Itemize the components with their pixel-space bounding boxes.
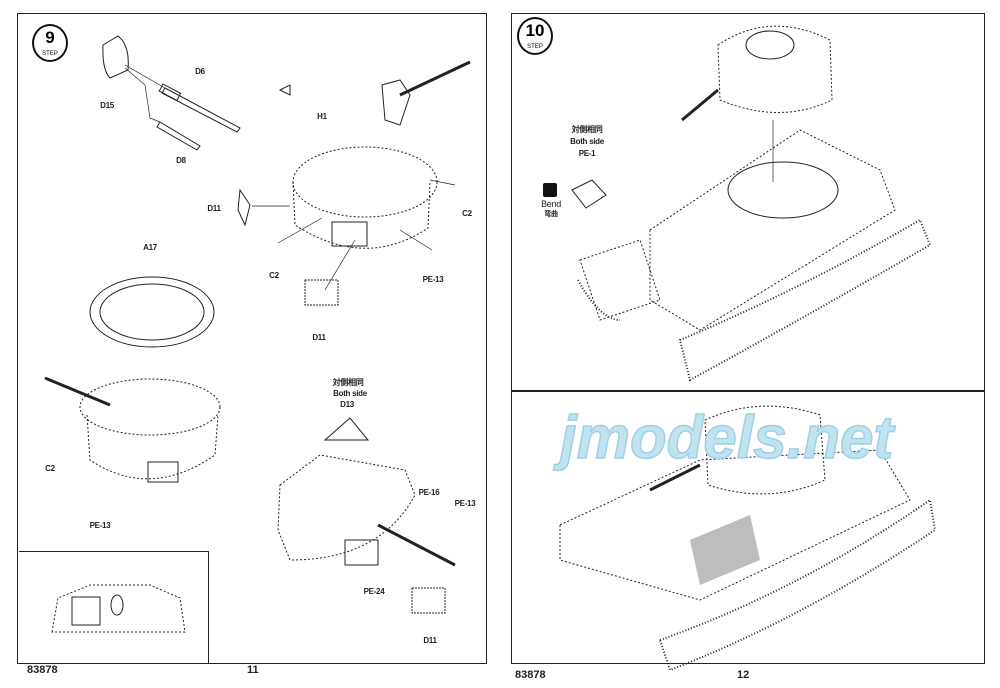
part-label: A17 [143,243,157,252]
part-label: D6 [195,67,205,76]
part-label: C2 [462,209,472,218]
part-label: D8 [176,156,186,165]
product-code: 83878 [27,664,58,676]
turret-assembled-left [44,376,221,483]
step-number: 10 [525,21,545,40]
hatch-d11 [304,279,339,306]
part-label: C2 [269,271,279,280]
part-label: PE-13 [454,499,476,508]
right-page-bottom-frame [511,390,985,664]
part-label: D11 [312,333,326,342]
step-label: STEP [527,44,543,50]
part-pe1 [571,179,607,209]
part-label: C2 [45,464,55,473]
ring-a17 [89,276,215,348]
hatch-d11-lower [411,587,446,614]
part-label: PE-13 [422,275,444,284]
mantlet-d15 [102,35,129,79]
page-number: 11 [247,664,259,676]
step-label: STEP [42,51,58,57]
completed-tank [559,405,937,672]
part-d11-side [237,188,251,227]
both-side-note: Both side [570,137,604,146]
assembly-arrow [124,64,166,123]
bend-icon [543,183,557,197]
gun-barrel-d6 [158,83,241,133]
mg-d8 [156,121,201,151]
assembly-arrows [252,179,456,291]
step-number: 9 [45,28,55,47]
bend-label: Bend [541,199,561,209]
part-label: PE-24 [363,587,385,596]
left-page-frame [17,13,487,664]
part-label: PE-16 [418,488,440,497]
inset-detail-frame [19,551,209,663]
both-side-note-cn: 対側相同 [571,125,603,134]
part-label: H1 [317,112,327,121]
turret-front-view [51,584,186,633]
turret-step10 [681,25,833,182]
watermark: jmodels.net [559,404,894,472]
part-label: D11 [423,636,437,645]
product-code: 83878 [515,669,546,681]
part-label: PE-13 [89,521,111,530]
part-label: D13 [340,400,354,409]
direction-arrow [278,84,291,96]
both-side-note: Both side [333,389,367,398]
turret-ring-h1 [292,146,438,249]
mantlet-top-right [381,60,471,126]
part-label: D11 [207,204,221,213]
hull-step10 [577,129,932,382]
bend-label-cn: 弯曲 [544,211,558,218]
part-label: D15 [100,101,114,110]
turret-assembled-right [277,417,456,567]
part-label: PE-1 [578,149,596,158]
both-side-note-cn: 対側相同 [332,378,364,387]
right-page-top-frame [511,13,985,392]
page-number: 12 [737,669,750,681]
